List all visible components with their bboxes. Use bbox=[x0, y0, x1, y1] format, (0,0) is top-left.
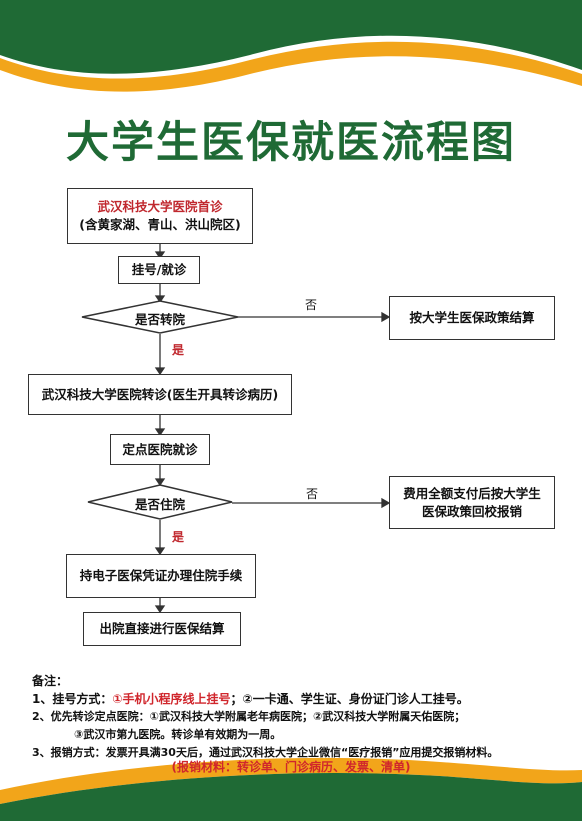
decision-hospitalize-diamond bbox=[87, 484, 233, 520]
note-2-line1: 2、优先转诊定点医院：①武汉科技大学附属老年病医院；②武汉科技大学附属天佑医院； bbox=[32, 710, 466, 723]
decision-hospitalize-label: 是否住院 bbox=[134, 497, 185, 512]
no-hospitalize-result-box: 费用全额支付后按大学生 医保政策回校报销 bbox=[389, 476, 555, 529]
materials-note: (报销材料：转诊单、门诊病历、发票、清单) bbox=[171, 760, 411, 774]
top-green-wave bbox=[0, 0, 582, 74]
designated-label: 定点医院就诊 bbox=[122, 441, 198, 457]
no-transfer-result: 按大学生医保政策结算 bbox=[409, 310, 535, 325]
yes-transfer-label: 是 bbox=[172, 343, 185, 357]
note-1: 1、挂号方式：①手机小程序线上挂号；②一卡通、学生证、身份证门诊人工挂号。 bbox=[32, 690, 572, 708]
transfer-box: 武汉科技大学医院转诊(医生开具转诊病历) bbox=[28, 374, 292, 415]
note-1-rest: ；②一卡通、学生证、身份证门诊人工挂号。 bbox=[230, 692, 469, 706]
notes-section: 备注： 1、挂号方式：①手机小程序线上挂号；②一卡通、学生证、身份证门诊人工挂号… bbox=[32, 672, 572, 762]
designated-box: 定点医院就诊 bbox=[110, 434, 210, 465]
note-1-red: ①手机小程序线上挂号 bbox=[112, 692, 231, 706]
admission-label: 持电子医保凭证办理住院手续 bbox=[79, 568, 243, 583]
bottom-green-wave bbox=[0, 773, 582, 821]
note-2-line2: ③武汉市第九医院。转诊单有效期为一周。 bbox=[74, 728, 282, 741]
notes-heading: 备注： bbox=[32, 674, 69, 688]
no-hospitalize-label: 否 bbox=[306, 487, 319, 501]
no-hospitalize-result-line2: 医保政策回校报销 bbox=[421, 503, 522, 519]
note-3-prefix: 3、报销方式： bbox=[32, 746, 106, 759]
discharge-label: 出院直接进行医保结算 bbox=[99, 621, 225, 636]
yes-hospitalize-label: 是 bbox=[172, 530, 185, 544]
no-transfer-label: 否 bbox=[305, 298, 318, 312]
register-box: 挂号/就诊 bbox=[118, 256, 200, 284]
top-orange-wave bbox=[0, 41, 582, 92]
first-visit-line2: (含黄家湖、青山、洪山院区) bbox=[79, 217, 241, 232]
first-visit-line1: 武汉科技大学医院首诊 bbox=[97, 199, 223, 214]
page-title: 大学生医保就医流程图 bbox=[66, 118, 516, 168]
note-1-prefix: 1、挂号方式： bbox=[32, 692, 113, 706]
note-3: 3、报销方式：发票开具满30天后，通过武汉科技大学企业微信“医疗报销”应用提交报… bbox=[32, 744, 572, 762]
discharge-box: 出院直接进行医保结算 bbox=[83, 612, 241, 646]
decision-transfer-diamond bbox=[81, 300, 239, 334]
bottom-orange-wave bbox=[0, 757, 582, 804]
no-transfer-result-box: 按大学生医保政策结算 bbox=[389, 296, 555, 340]
admission-box: 持电子医保凭证办理住院手续 bbox=[66, 554, 256, 598]
register-label: 挂号/就诊 bbox=[131, 262, 187, 277]
decision-transfer-label: 是否转院 bbox=[134, 312, 185, 327]
transfer-label: 武汉科技大学医院转诊(医生开具转诊病历) bbox=[41, 386, 279, 402]
note-3-text: 发票开具满30天后，通过武汉科技大学企业微信“医疗报销”应用提交报销材料。 bbox=[105, 746, 499, 759]
no-hospitalize-result-line1: 费用全额支付后按大学生 bbox=[403, 485, 541, 501]
first-visit-box: 武汉科技大学医院首诊 (含黄家湖、青山、洪山院区) bbox=[67, 188, 253, 244]
